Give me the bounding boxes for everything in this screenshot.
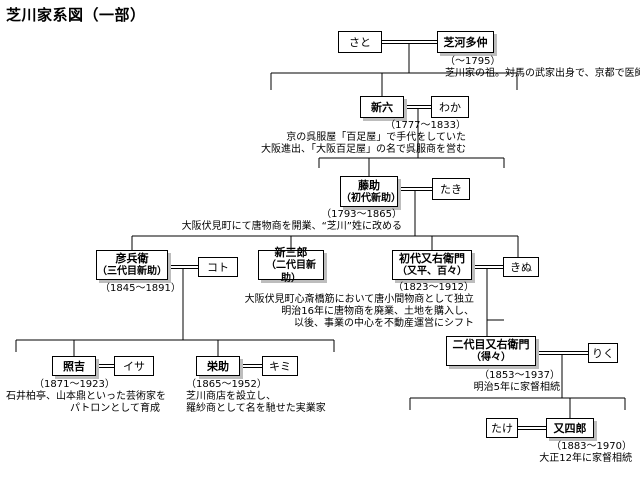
note-mata-shiro: （1883～1970） 大正12年に家督相続 xyxy=(539,441,632,464)
person-hikobee: 彦兵衛 （三代目新助） xyxy=(96,250,168,280)
marriage-line-hikobee-koto xyxy=(168,265,198,269)
marriage-line-mataemon-kinu xyxy=(472,265,503,269)
person-take: たけ xyxy=(486,418,518,438)
person-mata-shiro: 又四郎 xyxy=(546,418,594,438)
person-riku: りく xyxy=(588,343,618,363)
note-shinroku: （1777～1833） 京の呉服屋「百足屋」で手代をしていた 大阪進出、「大阪百… xyxy=(261,120,466,155)
person-taki: たき xyxy=(432,178,470,200)
note-tosuke: （1793～1865） 大阪伏見町にて唐物商を開業、“芝川”姓に改める xyxy=(181,209,402,232)
marriage-line-shinroku-waka xyxy=(404,105,431,109)
person-isa: イサ xyxy=(114,356,154,376)
person-shinzaburo: 新三郎 （二代目新助） xyxy=(258,246,324,284)
person-waka: わか xyxy=(431,96,469,118)
marriage-line-eisuke-kimi xyxy=(240,364,262,368)
note-taju: （～1795） 芝川家の祖。対馬の武家出身で、京都で医師 xyxy=(445,56,640,79)
person-kimi: キミ xyxy=(262,356,298,376)
page-title: 芝川家系図（一部） xyxy=(6,6,146,24)
note-eisuke: （1865～1952） 芝川商店を設立し、 羅紗商として名を馳せた実業家 xyxy=(186,379,326,414)
person-shinroku: 新六 xyxy=(360,96,404,118)
note-teruyoshi: （1871～1923） 石井柏亭、山本鼎といった芸術家を パトロンとして育成 xyxy=(6,379,166,414)
person-eisuke: 栄助 xyxy=(196,356,240,376)
note-hikobee: （1845～1891） xyxy=(100,283,181,294)
marriage-line-take-mata-shiro xyxy=(518,426,546,430)
person-shodai-mataemon: 初代又右衛門 （又平、百々） xyxy=(392,250,472,280)
marriage-line-tosuke-taki xyxy=(398,187,432,191)
person-teruyoshi: 照吉 xyxy=(52,356,96,376)
person-koto: コト xyxy=(198,257,238,277)
note-mataemon1: （1823～1912） 大阪伏見町心斎橋筋において唐小間物商として独立 明治16… xyxy=(244,282,474,329)
note-mataemon2: （1853～1937） 明治5年に家督相続 xyxy=(473,370,560,393)
person-shibakawa-taju: 芝河多仲 xyxy=(437,31,494,53)
marriage-line-sato-taju xyxy=(382,40,437,44)
person-kinu: きぬ xyxy=(503,257,539,277)
person-sato: さと xyxy=(338,31,382,53)
person-tosuke: 藤助 （初代新助） xyxy=(340,176,401,207)
person-nidai-mataemon: 二代目又右衛門 （得々） xyxy=(446,336,536,366)
marriage-line-mataemon2-riku xyxy=(536,351,588,355)
marriage-line-teruyoshi-isa xyxy=(96,364,114,368)
